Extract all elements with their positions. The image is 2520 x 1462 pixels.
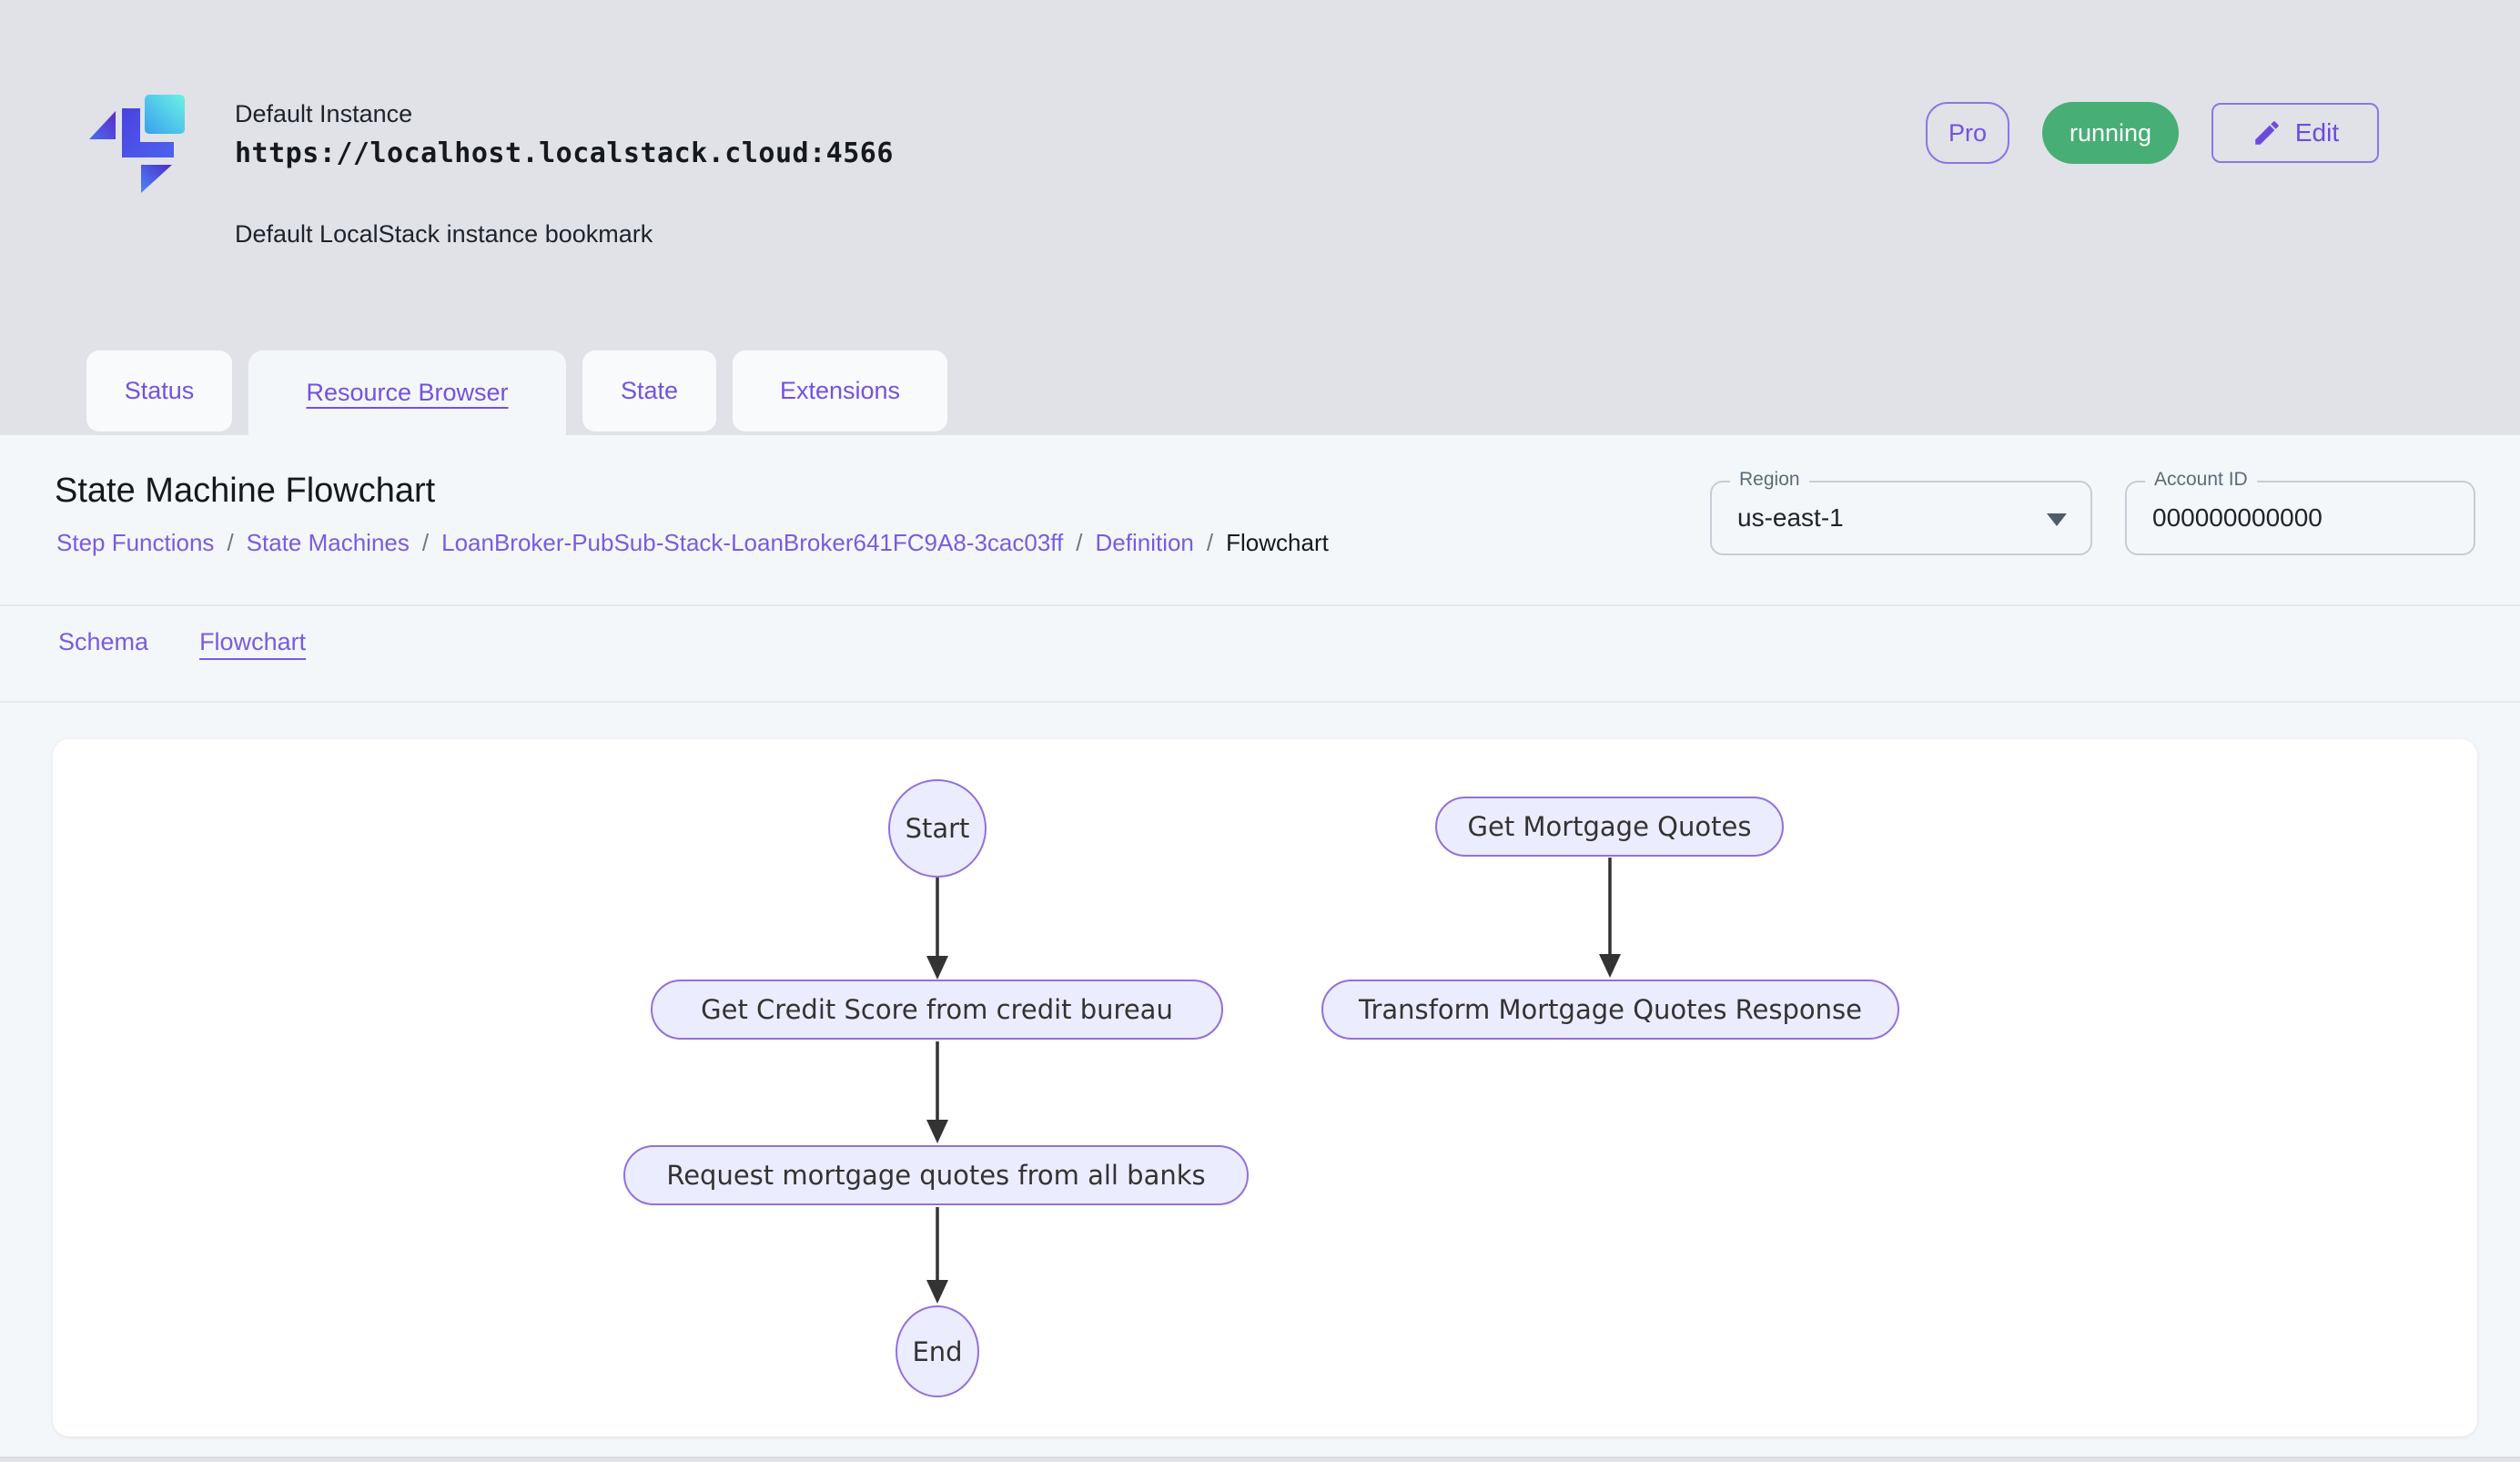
breadcrumb-definition[interactable]: Definition [1095, 529, 1194, 556]
status-badge: running [2042, 102, 2179, 164]
header-divider [0, 604, 2520, 606]
instance-header: Default Instance https://localhost.local… [235, 100, 894, 169]
tab-state-label: State [620, 377, 679, 404]
subtab-flowchart[interactable]: Flowchart [199, 628, 307, 655]
account-id-field[interactable]: Account ID 000000000000 [2125, 469, 2475, 555]
definition-subtabs: Schema Flowchart [58, 628, 306, 656]
flowchart-node-end: End [896, 1305, 979, 1397]
tab-state[interactable]: State [582, 350, 716, 431]
edit-button[interactable]: Edit [2211, 103, 2379, 163]
instance-url: https://localhost.localstack.cloud:4566 [235, 137, 894, 169]
breadcrumb-step-functions[interactable]: Step Functions [56, 529, 215, 556]
flowchart-card: Start Get Mortgage Quotes Get Credit Sco… [53, 739, 2477, 1437]
localstack-logo [89, 95, 185, 193]
breadcrumb-separator: / [227, 529, 234, 556]
subtab-divider [0, 701, 2520, 703]
page-title: State Machine Flowchart [55, 472, 436, 510]
tab-status[interactable]: Status [86, 350, 232, 431]
instance-description: Default LocalStack instance bookmark [235, 220, 653, 248]
breadcrumb-state-machines[interactable]: State Machines [246, 529, 410, 556]
flowchart-node-get-credit-score: Get Credit Score from credit bureau [651, 980, 1223, 1040]
status-badge-label: running [2069, 118, 2152, 147]
flowchart-node-get-mortgage-quotes: Get Mortgage Quotes [1435, 797, 1784, 857]
pro-badge-label: Pro [1948, 118, 1988, 147]
account-id-value: 000000000000 [2152, 503, 2323, 532]
breadcrumb-separator: / [421, 529, 430, 556]
subtab-schema[interactable]: Schema [58, 628, 149, 655]
flowchart-node-transform-mortgage-quotes: Transform Mortgage Quotes Response [1321, 980, 1899, 1040]
tab-extensions-label: Extensions [779, 377, 901, 404]
pro-badge: Pro [1926, 102, 2009, 164]
breadcrumb: Step Functions / State Machines / LoanBr… [56, 529, 1329, 557]
edit-button-label: Edit [2294, 118, 2340, 147]
flowchart-node-request-mortgage-quotes: Request mortgage quotes from all banks [623, 1145, 1249, 1205]
main-tabs: Status Resource Browser State Extensions [86, 350, 947, 435]
region-select-value: us-east-1 [1737, 503, 1844, 532]
tab-resource-browser-label: Resource Browser [306, 379, 509, 406]
tab-resource-browser[interactable]: Resource Browser [248, 350, 566, 435]
resource-browser-panel: State Machine Flowchart Step Functions /… [0, 435, 2520, 1458]
breadcrumb-current: Flowchart [1226, 529, 1329, 556]
tab-status-label: Status [124, 377, 195, 404]
breadcrumb-separator: / [1206, 529, 1214, 556]
region-select-label: Region [1730, 469, 1809, 491]
flowchart-edges [926, 858, 1621, 1304]
tab-extensions[interactable]: Extensions [733, 350, 947, 431]
instance-name: Default Instance [235, 100, 413, 127]
chevron-down-icon [2047, 513, 2067, 526]
region-select[interactable]: Region us-east-1 [1710, 469, 2092, 555]
header-controls: Pro running Edit [1926, 102, 2379, 164]
breadcrumb-separator: / [1076, 529, 1083, 556]
account-id-label: Account ID [2145, 469, 2257, 491]
flowchart-node-start: Start [888, 779, 987, 878]
pencil-icon [2255, 121, 2279, 145]
breadcrumb-state-machine-id[interactable]: LoanBroker-PubSub-Stack-LoanBroker641FC9… [441, 529, 1064, 556]
